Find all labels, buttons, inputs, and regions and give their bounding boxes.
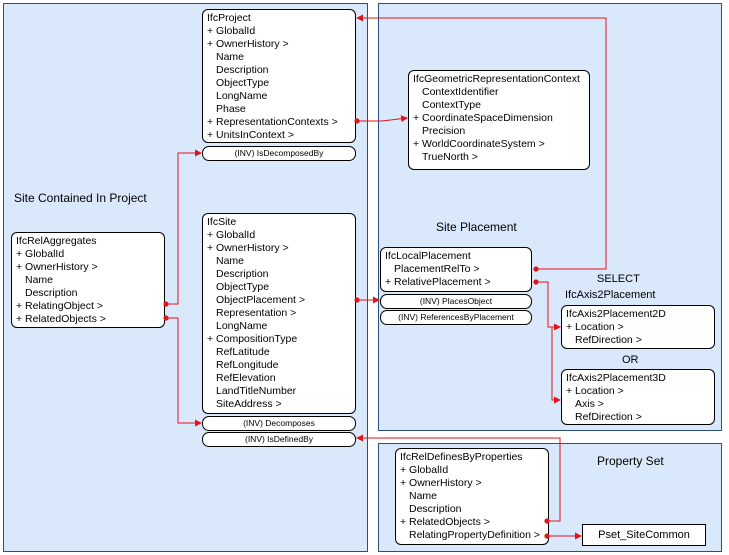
connector-origin-dot (544, 533, 550, 539)
attribute: RefLongitude (216, 359, 279, 371)
attribute: RefElevation (216, 372, 276, 384)
entity-ifc-rel-aggregates[interactable]: IfcRelAggregates + GlobalId + OwnerHisto… (11, 232, 165, 328)
attribute: ContextType (422, 99, 481, 111)
attribute: Name (409, 490, 438, 502)
attribute: + UnitsInContext > (207, 129, 294, 141)
attribute: + GlobalId (400, 464, 449, 476)
connector-origin-dot (533, 279, 539, 285)
attribute: Axis > (575, 398, 604, 410)
attribute: + Location > (566, 385, 624, 397)
attribute: LandTitleNumber (216, 385, 297, 397)
attribute: + CompositionType (207, 333, 298, 345)
connector-relative-placement-2d (536, 281, 561, 331)
attribute: RelatingPropertyDefinition > (409, 529, 541, 541)
attribute: Description (409, 503, 462, 515)
connector-relative-placement-3d (548, 326, 561, 404)
entity-ifc-axis2-placement-3d[interactable]: IfcAxis2Placement3D + Location > Axis > … (561, 369, 715, 425)
connector-origin-dot (163, 315, 169, 321)
attribute: + RelativePlacement > (385, 276, 491, 288)
attribute: + CoordinateSpaceDimension (413, 112, 553, 124)
attribute: LongName (216, 320, 268, 332)
attribute: TrueNorth > (422, 151, 478, 163)
attribute: Representation > (216, 307, 297, 319)
or-label: OR (622, 354, 639, 366)
attribute: Description (25, 287, 78, 299)
select-label: SELECT (597, 273, 640, 285)
attribute: Name (216, 51, 245, 63)
attribute: RefLatitude (216, 346, 270, 358)
entity-ifc-geometric-representation-context[interactable]: IfcGeometricRepresentationContext Contex… (408, 70, 590, 170)
connector-placement-rel-to (356, 14, 607, 270)
entity-ifc-site[interactable]: IfcSite + GlobalId + OwnerHistory > Name… (202, 213, 356, 414)
inverse-decomposes[interactable]: (INV) Decomposes (202, 416, 356, 431)
attribute: + OwnerHistory > (16, 261, 98, 273)
attribute: Precision (422, 125, 466, 137)
entity-title: IfcAxis2Placement3D (566, 372, 666, 384)
attribute: RefDirection > (575, 411, 642, 423)
connector-defined-by-related-objects (356, 434, 561, 522)
attribute: Phase (216, 103, 246, 115)
region-label-site-placement: Site Placement (436, 220, 517, 234)
entity-pset-site-common[interactable]: Pset_SiteCommon (582, 524, 706, 546)
attribute: + GlobalId (16, 248, 65, 260)
attribute: RefDirection > (575, 334, 642, 346)
attribute: ObjectType (216, 281, 270, 293)
connector-origin-dot (163, 301, 169, 307)
entity-ifc-project[interactable]: IfcProject + GlobalId + OwnerHistory > N… (202, 9, 356, 143)
attribute: + RepresentationContexts > (207, 116, 338, 128)
attribute: + RelatingObject > (16, 300, 103, 312)
attribute: ObjectPlacement > (216, 294, 306, 306)
attribute: + RelatedObjects > (16, 313, 106, 325)
entity-title: IfcLocalPlacement (385, 250, 471, 262)
attribute: ObjectType (216, 77, 270, 89)
attribute: Description (216, 268, 269, 280)
entity-title: IfcSite (207, 216, 237, 228)
connector-origin-dot (533, 266, 539, 272)
connector-related-objects (166, 317, 202, 427)
attribute: + OwnerHistory > (207, 242, 289, 254)
attribute: Name (216, 255, 245, 267)
inverse-places-object[interactable]: (INV) PlacesObject (380, 294, 532, 309)
connector-relating-object (166, 149, 202, 305)
attribute: Name (25, 274, 54, 286)
attribute: SiteAddress > (216, 398, 282, 410)
inverse-references-by-placement[interactable]: (INV) ReferencesByPlacement (380, 310, 532, 325)
entity-title: IfcGeometricRepresentationContext (413, 73, 580, 85)
region-label-property-set: Property Set (597, 454, 664, 468)
attribute: + GlobalId (207, 229, 256, 241)
entity-title: IfcProject (207, 12, 251, 24)
entity-ifc-axis2-placement-2d[interactable]: IfcAxis2Placement2D + Location > RefDire… (561, 305, 715, 349)
attribute: + Location > (566, 321, 624, 333)
inverse-is-defined-by[interactable]: (INV) IsDefinedBy (202, 432, 356, 447)
inverse-is-decomposed-by[interactable]: (INV) IsDecomposedBy (202, 146, 356, 161)
region-label-site-contained: Site Contained In Project (14, 191, 147, 205)
connector-origin-dot (354, 118, 360, 124)
entity-ifc-local-placement[interactable]: IfcLocalPlacement PlacementRelTo > + Rel… (380, 247, 532, 292)
attribute: + RelatedObjects > (400, 516, 490, 528)
attribute: + OwnerHistory > (400, 477, 482, 489)
entity-title: IfcAxis2Placement2D (566, 308, 666, 320)
entity-title: IfcRelDefinesByProperties (400, 451, 523, 463)
attribute: PlacementRelTo > (394, 263, 480, 275)
entity-title: IfcRelAggregates (16, 235, 97, 247)
connector-origin-dot (544, 518, 550, 524)
attribute: + OwnerHistory > (207, 38, 289, 50)
attribute: ContextIdentifier (422, 86, 499, 98)
attribute: + WorldCoordinateSystem > (413, 138, 545, 150)
attribute: LongName (216, 90, 268, 102)
entity-ifc-rel-defines-by-properties[interactable]: IfcRelDefinesByProperties + GlobalId + O… (395, 448, 549, 545)
select-type-name: IfcAxis2Placement (565, 289, 656, 301)
connector-representation-contexts (357, 115, 408, 123)
connector-origin-dot (354, 297, 360, 303)
attribute: + GlobalId (207, 25, 256, 37)
attribute: Description (216, 64, 269, 76)
